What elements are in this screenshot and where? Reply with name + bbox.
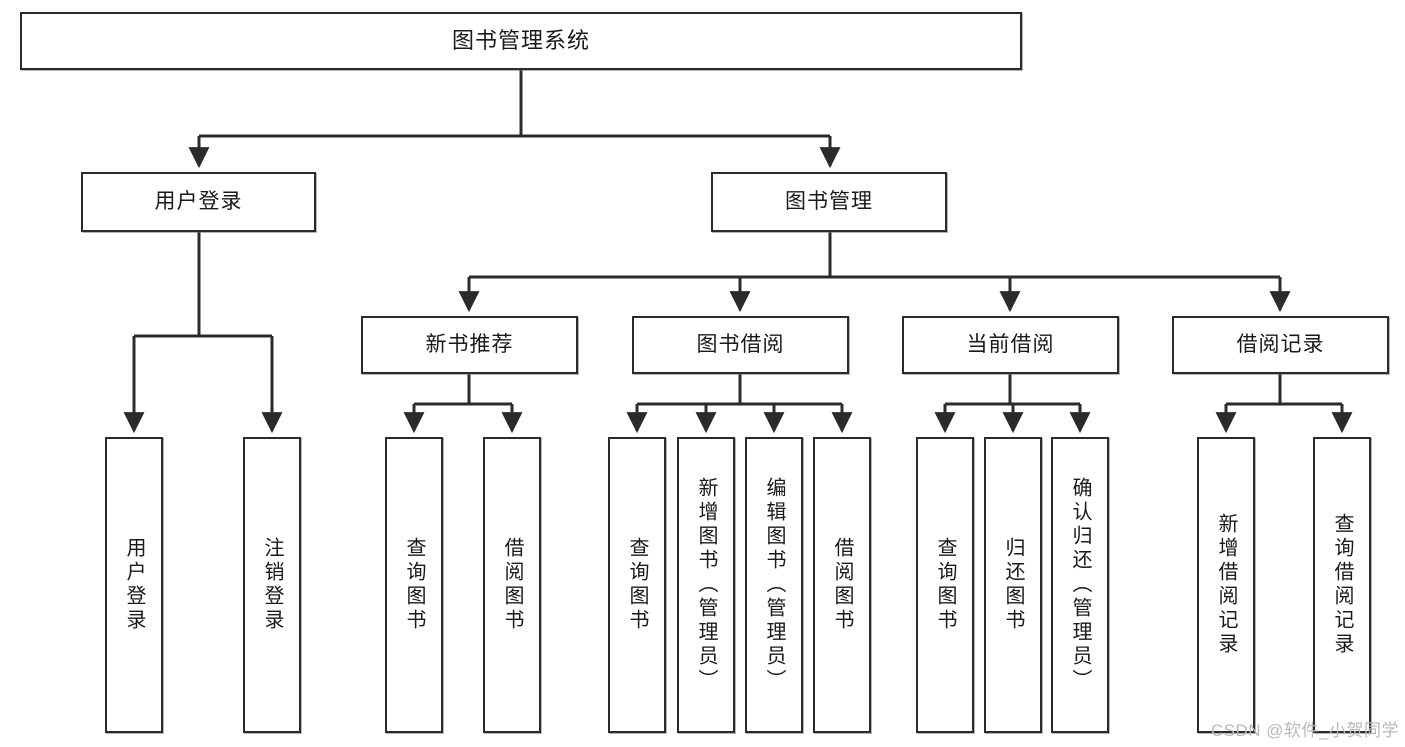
leaf-recommend-query-book[interactable]: 查询图书 — [385, 437, 443, 733]
leaf-record-query-borrow-record[interactable]: 查询借阅记录 — [1313, 437, 1371, 733]
leaf-borrow-borrow-book[interactable]: 借阅图书 — [813, 437, 871, 733]
node-borrow-record[interactable]: 借阅记录 — [1172, 316, 1389, 374]
leaf-borrow-add-book-admin[interactable]: 新增图书（管理员） — [677, 437, 735, 733]
leaf-borrow-edit-book-admin[interactable]: 编辑图书（管理员） — [745, 437, 803, 733]
leaf-current-confirm-return-admin[interactable]: 确认归还（管理员） — [1051, 437, 1109, 733]
leaf-record-add-borrow-record[interactable]: 新增借阅记录 — [1197, 437, 1255, 733]
leaf-user-login-logout[interactable]: 注销登录 — [243, 437, 301, 733]
node-new-book-recommend[interactable]: 新书推荐 — [361, 316, 578, 374]
node-book-borrow[interactable]: 图书借阅 — [632, 316, 849, 374]
node-user-login[interactable]: 用户登录 — [81, 172, 316, 232]
leaf-current-query-book[interactable]: 查询图书 — [916, 437, 974, 733]
leaf-borrow-query-book[interactable]: 查询图书 — [608, 437, 666, 733]
leaf-user-login-login[interactable]: 用户登录 — [105, 437, 163, 733]
node-current-borrow[interactable]: 当前借阅 — [902, 316, 1119, 374]
leaf-current-return-book[interactable]: 归还图书 — [984, 437, 1042, 733]
node-root-book-management-system[interactable]: 图书管理系统 — [20, 12, 1022, 70]
csdn-watermark: CSDN @软件_小贺同学 — [1210, 721, 1399, 740]
node-book-management[interactable]: 图书管理 — [711, 172, 947, 232]
leaf-recommend-borrow-book[interactable]: 借阅图书 — [483, 437, 541, 733]
